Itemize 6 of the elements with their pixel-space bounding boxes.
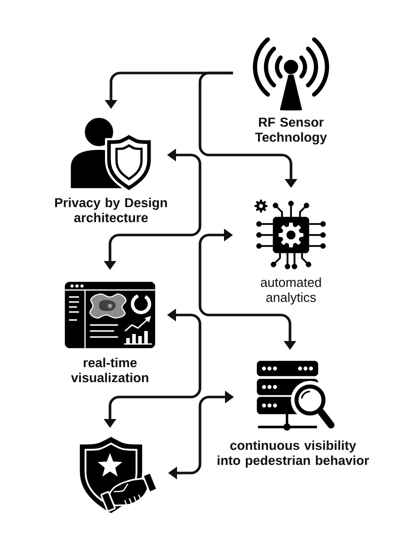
node-label: Privacy by Design architecture bbox=[55, 198, 167, 222]
node-label: real-time visualization bbox=[71, 358, 148, 382]
shield-handshake-icon bbox=[80, 436, 158, 513]
node-label: continuous visibility into pedestrian behavior bbox=[218, 440, 369, 468]
node-label: RF Sensor Technology bbox=[255, 118, 327, 144]
node-label: automated analytics bbox=[260, 277, 321, 305]
